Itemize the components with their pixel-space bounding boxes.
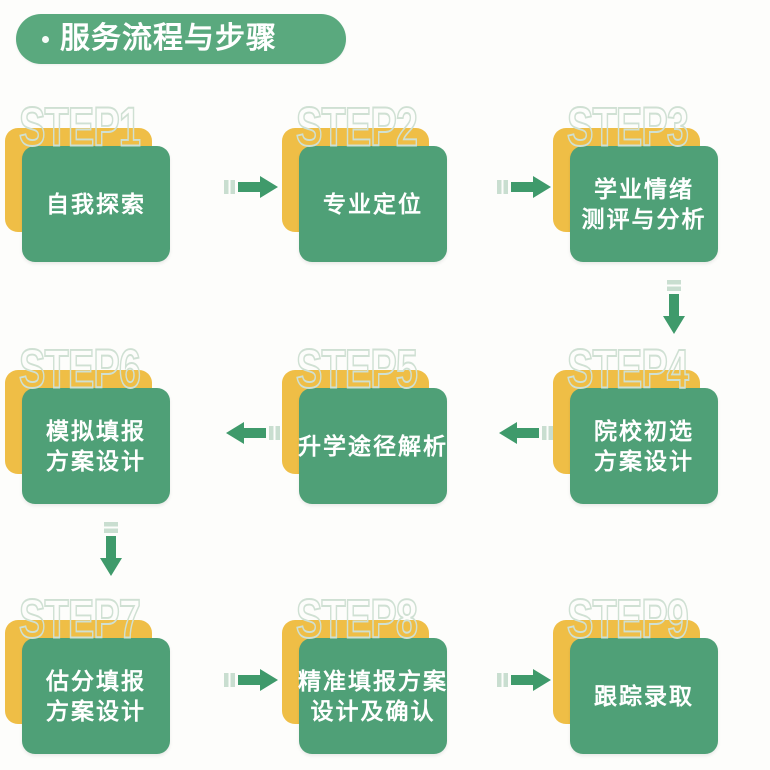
step-card-label-line: 方案设计 bbox=[46, 448, 146, 474]
arrow-down-icon bbox=[663, 280, 685, 334]
step-card-label-line: 方案设计 bbox=[594, 448, 694, 474]
step-card-front-plate: 院校初选 方案设计 bbox=[570, 388, 718, 504]
step-card-label-line: 院校初选 bbox=[594, 417, 694, 444]
page-title-banner: 服务流程与步骤 bbox=[16, 14, 346, 64]
step-card-front-plate: 估分填报 方案设计 bbox=[22, 638, 170, 754]
step-card-label-line: 学业情绪 bbox=[594, 175, 694, 202]
arrow-left-icon bbox=[499, 422, 553, 444]
arrow-down-icon bbox=[100, 522, 122, 576]
step-card-label-line: 升学途径解析 bbox=[298, 432, 448, 459]
step-card-label-line: 测评与分析 bbox=[581, 206, 707, 232]
step-card-front-plate: 模拟填报 方案设计 bbox=[22, 388, 170, 504]
arrow-right-icon bbox=[497, 176, 551, 198]
step-card-front-plate: 精准填报方案 设计及确认 bbox=[298, 638, 448, 754]
arrow-right-icon bbox=[497, 669, 551, 691]
bullet-dot-icon bbox=[42, 35, 49, 43]
step-card-label-line: 精准填报方案 bbox=[298, 667, 448, 694]
step-card-label-line: 专业定位 bbox=[323, 190, 423, 217]
arrow-left-icon bbox=[226, 422, 280, 444]
step-card-label-line: 估分填报 bbox=[46, 667, 146, 694]
step-card-label-line: 自我探索 bbox=[46, 190, 146, 217]
step-card-front-plate: 跟踪录取 bbox=[570, 638, 718, 754]
page-title: 服务流程与步骤 bbox=[60, 22, 277, 55]
step-card-front-plate: 升学途径解析 bbox=[298, 388, 448, 504]
step-card-label-line: 跟踪录取 bbox=[594, 682, 694, 709]
arrow-right-icon bbox=[224, 176, 278, 198]
step-card-front-plate: 专业定位 bbox=[299, 146, 447, 262]
step-card-front-plate: 自我探索 bbox=[22, 146, 170, 262]
arrow-right-icon bbox=[224, 669, 278, 691]
step-card-label-line: 方案设计 bbox=[46, 698, 146, 724]
step-card-label-line: 设计及确认 bbox=[310, 698, 436, 724]
step-card-front-plate: 学业情绪 测评与分析 bbox=[570, 146, 718, 262]
step-card-label-line: 模拟填报 bbox=[46, 417, 146, 444]
